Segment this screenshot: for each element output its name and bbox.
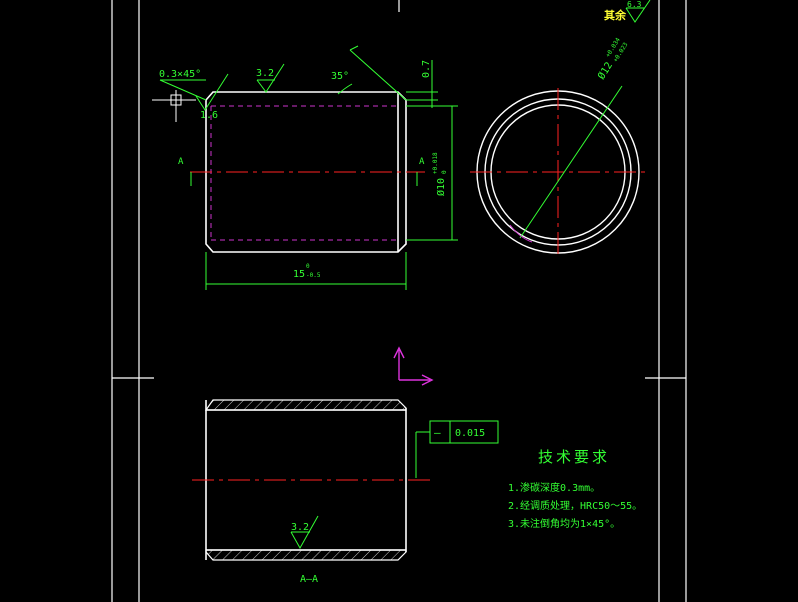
section-roughness-value: 3.2	[291, 522, 309, 533]
section-mark-right: A	[419, 157, 425, 167]
dia-dim-value: Ø10	[435, 178, 447, 196]
length-dimension: 15 0 -0.5	[293, 263, 321, 280]
section-roughness-symbol	[290, 515, 319, 550]
dia-dim-tol-upper: +0.018	[432, 152, 439, 174]
side-view: Ø12 +0.034 +0.023	[470, 36, 648, 256]
length-dim-tol-upper: 0	[306, 263, 310, 270]
side-view-centerlines	[470, 88, 648, 256]
section-top-wall	[204, 399, 407, 411]
ucs-axis-icon	[393, 346, 434, 386]
tolerance-value: 0.015	[455, 428, 485, 439]
front-view-dimensions	[159, 45, 458, 290]
tech-requirement-item: 2.经调质处理，HRC50～55。	[508, 499, 642, 512]
roughness-top-value: 3.2	[256, 68, 274, 79]
tech-requirement-item: 1.渗碳深度0.3mm。	[508, 481, 600, 494]
tech-requirements-title: 技术要求	[538, 448, 610, 466]
drawing-frame	[111, 0, 687, 602]
angle-label: 35°	[331, 71, 349, 82]
section-mark-left: A	[178, 157, 184, 167]
corner-roughness-symbol	[625, 0, 651, 23]
chamfer-symbol	[152, 90, 196, 122]
section-label: A—A	[300, 574, 318, 585]
top-right-dim: 0.7	[421, 60, 432, 78]
front-view: 0.3×45° 3.2 35° 0.7 1.6 A A Ø10 +0.018 0…	[152, 45, 458, 290]
corner-roughness-note: 其余 6.3	[604, 0, 651, 23]
section-view: — 0.015 3.2 A—A	[192, 399, 499, 585]
side-dia-value: Ø12	[595, 60, 615, 82]
corner-note-value: 6.3	[627, 0, 642, 9]
tech-requirements: 技术要求 1.渗碳深度0.3mm。 2.经调质处理，HRC50～55。 3.未注…	[508, 448, 642, 530]
roughness-left-value: 1.6	[200, 110, 218, 121]
side-view-hidden-arc	[509, 224, 533, 243]
dia-dim-tol-lower: 0	[441, 170, 448, 174]
front-view-hidden-bore	[210, 105, 398, 241]
section-bottom-wall	[205, 549, 407, 561]
chamfer-note: 0.3×45°	[159, 69, 201, 80]
tech-requirement-item: 3.未注倒角均为1×45°。	[508, 517, 620, 530]
tolerance-symbol: —	[434, 426, 441, 439]
tolerance-frame	[415, 420, 499, 478]
diameter-dimension-vertical: Ø10 +0.018 0	[432, 152, 448, 196]
side-view-dia-label: Ø12 +0.034 +0.023	[595, 36, 629, 82]
length-dim-value: 15	[293, 269, 305, 280]
length-dim-tol-lower: -0.5	[306, 272, 321, 279]
corner-note-text: 其余	[604, 8, 627, 22]
side-view-dia-leader	[519, 85, 623, 239]
